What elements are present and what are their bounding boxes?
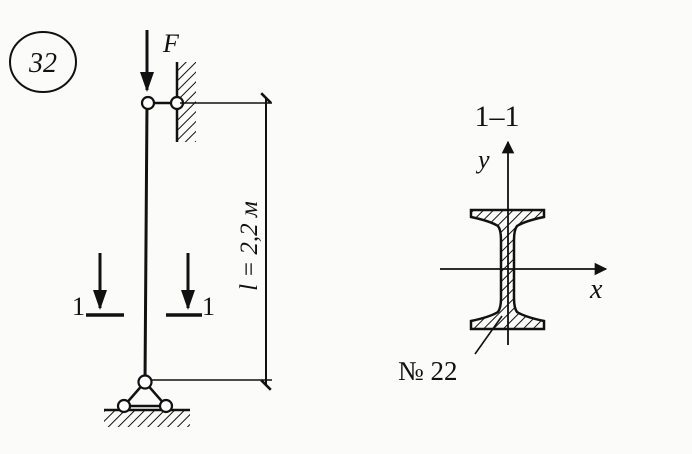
problem-number-badge: 32 [9, 31, 77, 93]
column [143, 102, 149, 383]
force-arrow [140, 30, 154, 92]
ground-hatch [104, 411, 190, 427]
support-roller-left [116, 398, 132, 414]
axis-y-label: y [475, 145, 490, 174]
i-beam-outline [469, 208, 546, 331]
axis-x-label: x [589, 274, 603, 305]
profile-leader [474, 315, 503, 355]
profile-label: № 22 [398, 356, 458, 386]
problem-number-circle [9, 31, 77, 93]
i-beam-section [469, 208, 546, 331]
bottom-hinge [137, 374, 153, 390]
force-label: F [162, 29, 180, 58]
length-label: l = 2,2 м [236, 201, 263, 291]
length-dimension [152, 92, 272, 391]
force-arrowhead [140, 72, 154, 92]
section-mark-right-label: 1 [202, 292, 215, 321]
support-roller-right [158, 398, 174, 414]
wall-hatch [176, 62, 196, 142]
problem-number: 32 [28, 48, 57, 79]
section-mark-left-label: 1 [72, 292, 85, 321]
section-title: 1–1 [475, 100, 520, 133]
bottom-pin-support [104, 374, 190, 427]
section-mark-left [86, 253, 124, 317]
top-hinge-column [140, 95, 156, 111]
section-mark-right [166, 253, 202, 317]
